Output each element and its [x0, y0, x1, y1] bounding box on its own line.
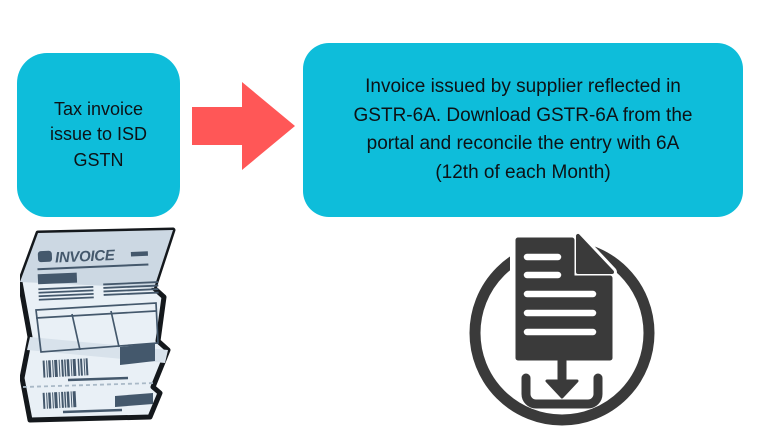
invoice-title: INVOICE	[55, 247, 117, 267]
folded-corner	[576, 234, 614, 274]
tear-dashed-line	[22, 382, 156, 388]
document-text-lines	[523, 253, 597, 336]
step-box-gstr6a-reconcile: Invoice issued by supplier reflected in …	[303, 43, 743, 217]
text-lines-left	[38, 285, 94, 301]
header-dash	[130, 251, 148, 257]
barcode-upper-line	[67, 376, 129, 382]
step2-text: Invoice issued by supplier reflected in …	[353, 76, 693, 183]
step1-text: Tax invoice issue to ISD GSTN	[49, 98, 148, 170]
total-block	[120, 343, 155, 365]
barcode-lower	[42, 391, 79, 409]
invoice-table	[35, 302, 159, 353]
invoice-paper-icon: INVOICE	[20, 227, 176, 423]
stub-line	[62, 408, 123, 414]
step-box-tax-invoice: Tax invoice issue to ISD GSTN	[17, 53, 180, 217]
document-body	[515, 237, 613, 361]
invoice-header: INVOICE	[37, 247, 159, 301]
header-underline	[37, 263, 149, 271]
stub-block	[115, 393, 153, 407]
invoice-logo-icon	[37, 250, 53, 263]
download-document-icon	[469, 231, 655, 426]
barcode-upper	[42, 358, 89, 378]
right-arrow-icon	[192, 82, 295, 170]
arrow-head	[545, 379, 579, 399]
text-lines-right	[103, 281, 159, 296]
download-tray	[521, 373, 603, 409]
address-bar	[37, 272, 78, 285]
